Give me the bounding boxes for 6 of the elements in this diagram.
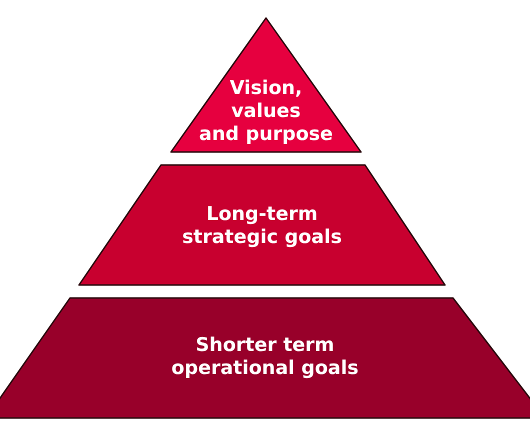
- pyramid-base-tier: [0, 297, 530, 419]
- pyramid-middle-tier: [78, 164, 446, 286]
- tier-label: Long-term strategic goals: [182, 203, 342, 249]
- tier-label: Shorter term operational goals: [171, 334, 359, 380]
- pyramid-top-tier: [170, 17, 362, 154]
- tier-label: Vision, values and purpose: [199, 77, 333, 146]
